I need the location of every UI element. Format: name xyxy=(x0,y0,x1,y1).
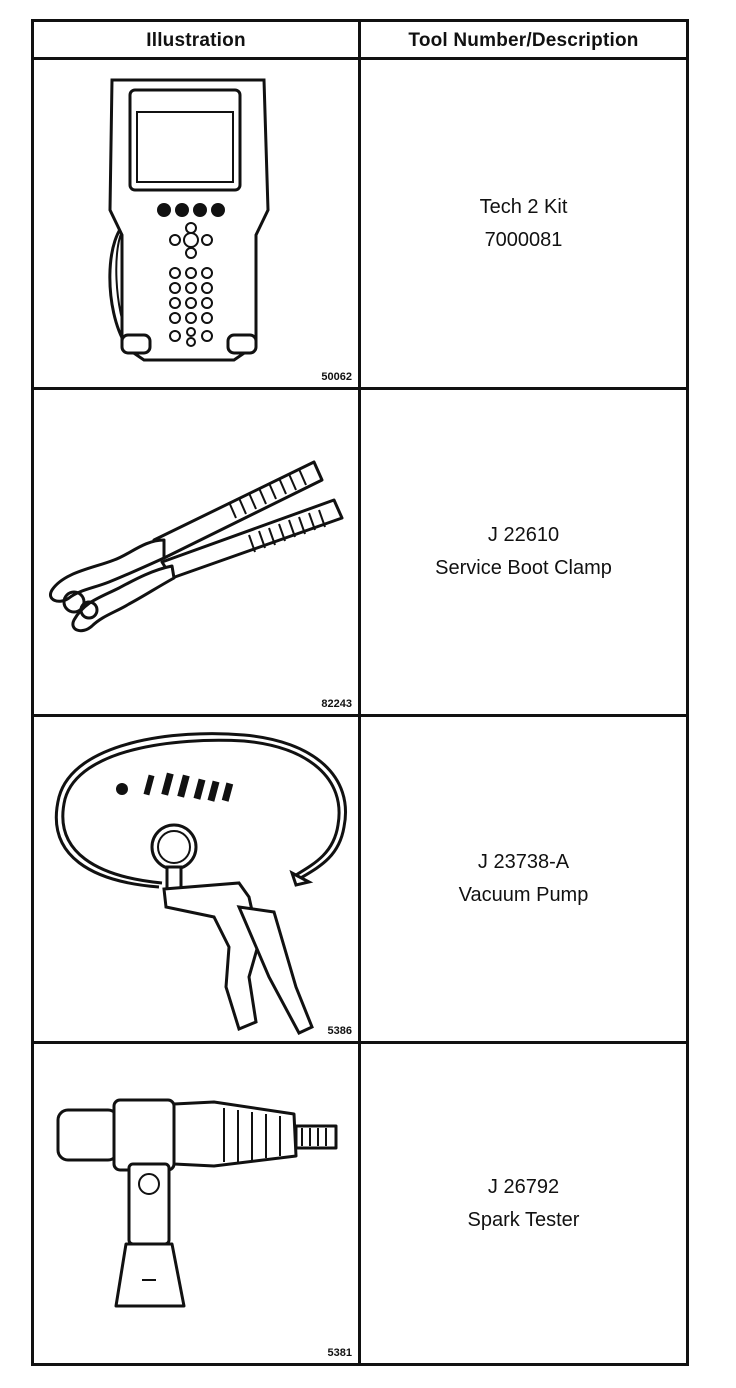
row-divider xyxy=(34,387,686,390)
tool-description: Service Boot Clamp xyxy=(435,557,612,579)
illustration-cell: 82243 xyxy=(34,390,358,714)
scan-tool-icon xyxy=(108,78,270,362)
column-divider xyxy=(358,22,361,1363)
tool-number: J 26792 xyxy=(487,1175,560,1198)
tool-description-cell: J 22610 Service Boot Clamp xyxy=(361,390,686,714)
table-row: 5386 J 23738-A Vacuum Pump xyxy=(34,717,686,1041)
tool-description-cell: J 23738-A Vacuum Pump xyxy=(361,717,686,1041)
figure-number: 5381 xyxy=(327,1347,352,1359)
row-divider xyxy=(34,714,686,717)
tool-number: J 22610 xyxy=(487,524,560,546)
tool-description: Spark Tester xyxy=(467,1208,580,1231)
spark-tester-icon xyxy=(56,1098,338,1308)
figure-number: 82243 xyxy=(321,698,352,710)
figure-number: 50062 xyxy=(321,371,352,383)
table-row: 50062 Tech 2 Kit 7000081 xyxy=(34,60,686,387)
special-tools-table: Illustration Tool Number/Description xyxy=(31,19,689,1366)
tool-description-cell: J 26792 Spark Tester xyxy=(361,1044,686,1363)
vacuum-pump-icon xyxy=(54,732,347,1035)
tool-description: 7000081 xyxy=(484,228,563,251)
illustration-cell: 50062 xyxy=(34,60,358,387)
tool-number: Tech 2 Kit xyxy=(479,195,568,218)
tool-number: J 23738-A xyxy=(477,851,570,873)
tool-description-cell: Tech 2 Kit 7000081 xyxy=(361,60,686,387)
illustration-cell: 5386 xyxy=(34,717,358,1041)
tool-description: Vacuum Pump xyxy=(458,884,589,906)
header-tool-description: Tool Number/Description xyxy=(408,30,639,51)
row-divider xyxy=(34,1041,686,1044)
table-row: 82243 J 22610 Service Boot Clamp xyxy=(34,390,686,714)
header-illustration: Illustration xyxy=(146,30,246,51)
figure-number: 5386 xyxy=(327,1025,352,1037)
table-row: 5381 J 26792 Spark Tester xyxy=(34,1044,686,1363)
boot-clamp-pliers-icon xyxy=(49,460,344,633)
illustration-cell: 5381 xyxy=(34,1044,358,1363)
